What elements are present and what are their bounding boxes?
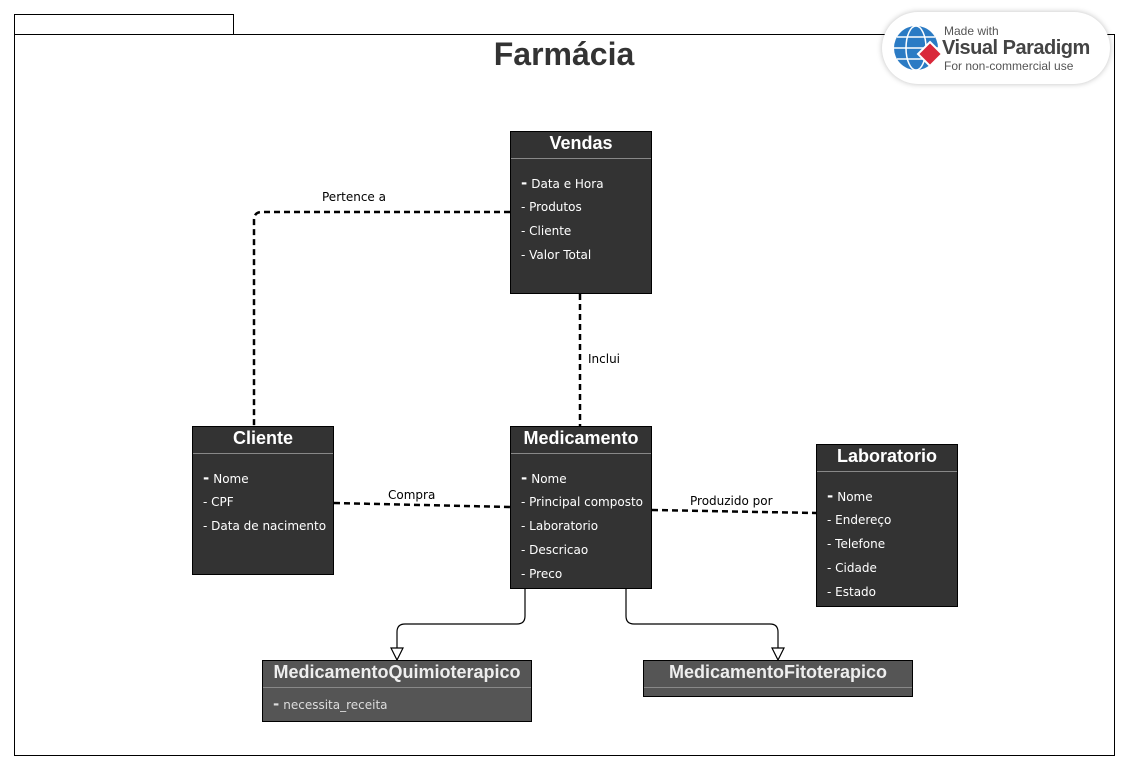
class-name: Laboratorio [817,445,957,472]
assoc-line-vendas-cliente [252,210,510,426]
diagram-title: Farmácia [493,36,635,72]
generalization-line-fitoterapico [625,588,779,648]
attribute: - Estado [827,585,877,599]
attribute: - CPF [203,495,234,509]
generalization-arrow-fitoterapico [771,647,785,662]
attribute-list: -Nome - Principal composto - Laboratorio… [511,454,651,586]
attribute: -Nome [827,487,873,505]
attribute: - Endereço [827,513,892,527]
frame-tab [14,14,234,34]
brand-text: Visual Paradigm [942,37,1090,59]
attribute: - Valor Total [521,248,592,262]
class-medicamento-fitoterapico[interactable]: MedicamentoFitoterapico [643,660,913,697]
class-name: Medicamento [511,427,651,454]
attribute: - Descricao [521,543,589,557]
attribute-list: -Nome - Endereço - Telefone - Cidade - E… [817,472,957,604]
class-medicamento-quimioterapico[interactable]: MedicamentoQuimioterapico -necessita_rec… [262,660,532,722]
attribute: - Telefone [827,537,886,551]
class-name: MedicamentoQuimioterapico [263,661,531,688]
visual-paradigm-badge: Made with Visual Paradigm For non-commer… [882,12,1110,84]
class-laboratorio[interactable]: Laboratorio -Nome - Endereço - Telefone … [816,444,958,607]
attribute: - Data de nacimento [203,519,327,533]
attribute: - Principal composto [521,495,643,509]
attribute: -necessita_receita [273,695,388,713]
attribute: - Preco [521,567,563,581]
generalization-line-quimioterapico [396,588,526,648]
class-medicamento[interactable]: Medicamento -Nome - Principal composto -… [510,426,652,589]
generalization-arrow-quimioterapico [390,647,404,662]
class-vendas[interactable]: Vendas -Data e Hora - Produtos - Cliente… [510,131,652,294]
class-name: Cliente [193,427,333,454]
attribute: - Laboratorio [521,519,599,533]
globe-logo-icon [894,25,944,71]
diagram-frame [14,34,1115,756]
assoc-line-medicamento-laboratorio [651,508,817,515]
made-with-text: Made with [944,24,999,38]
attribute: -Nome [203,469,249,487]
relation-label-produzido: Produzido por [690,494,773,508]
attribute-list: -Nome - CPF - Data de nacimento [193,454,333,538]
class-name: MedicamentoFitoterapico [644,661,912,688]
relation-label-pertence: Pertence a [322,190,386,204]
attribute-list: -necessita_receita [263,688,531,716]
assoc-line-cliente-medicamento [333,501,511,509]
attribute: - Cliente [521,224,572,238]
attribute: - Cidade [827,561,877,575]
attribute-list: -Data e Hora - Produtos - Cliente - Valo… [511,159,651,267]
class-name: Vendas [511,132,651,159]
attribute: -Data e Hora [521,174,604,192]
attribute: - Produtos [521,200,582,214]
attribute: -Nome [521,469,567,487]
relation-label-compra: Compra [388,488,436,502]
class-cliente[interactable]: Cliente -Nome - CPF - Data de nacimento [192,426,334,575]
relation-label-inclui: Inclui [588,352,621,366]
license-note-text: For non-commercial use [944,59,1074,73]
